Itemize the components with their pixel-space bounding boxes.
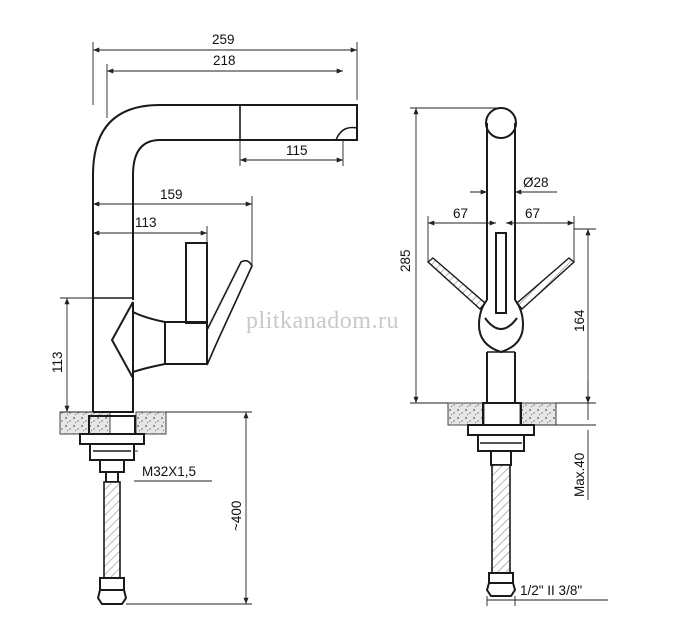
dim-overall-reach: 259	[212, 32, 235, 47]
front-mount-nut	[482, 402, 522, 426]
front-countertop-right	[519, 402, 557, 426]
dim-spout-reach: 218	[213, 53, 236, 68]
supply-hose	[96, 471, 128, 605]
side-dimensions: 259 218 115 159 113 113 M32X1,5 ~400	[50, 32, 358, 605]
dim-lever-right: 67	[525, 206, 540, 221]
cartridge	[164, 321, 208, 365]
dim-max-deck: Max.40	[572, 453, 587, 497]
dim-hose-length: ~400	[229, 501, 244, 531]
watermark-text: plitkanadom.ru	[246, 308, 399, 334]
dim-thread: M32X1,5	[142, 464, 196, 479]
dim-spout-diameter: Ø28	[523, 175, 549, 190]
front-countertop-left	[447, 402, 485, 426]
dim-lever-reach: 159	[160, 187, 183, 202]
front-dimensions: 285 Ø28 67 67 164 Max.40 1/2" II 3/8"	[398, 107, 608, 606]
dim-lever-height: 164	[572, 309, 587, 332]
spout-head-top	[485, 107, 517, 139]
dim-lever-left: 67	[453, 206, 468, 221]
front-lever-left	[426, 257, 486, 311]
spout-body	[92, 104, 358, 412]
front-lever-right	[516, 257, 576, 311]
side-view	[59, 104, 358, 605]
front-supply-hose	[485, 450, 517, 597]
lever-handle	[185, 242, 208, 324]
cartridge-joint	[110, 301, 134, 379]
front-view	[426, 107, 576, 597]
dim-lever-offset: 113	[135, 215, 157, 230]
dim-pull-out: 115	[286, 143, 308, 158]
countertop-right	[135, 411, 167, 435]
dim-body-height: 113	[50, 351, 65, 373]
front-lever-stem	[495, 232, 507, 314]
dim-connection: 1/2" II 3/8"	[520, 583, 582, 598]
dim-total-height: 285	[398, 249, 413, 272]
